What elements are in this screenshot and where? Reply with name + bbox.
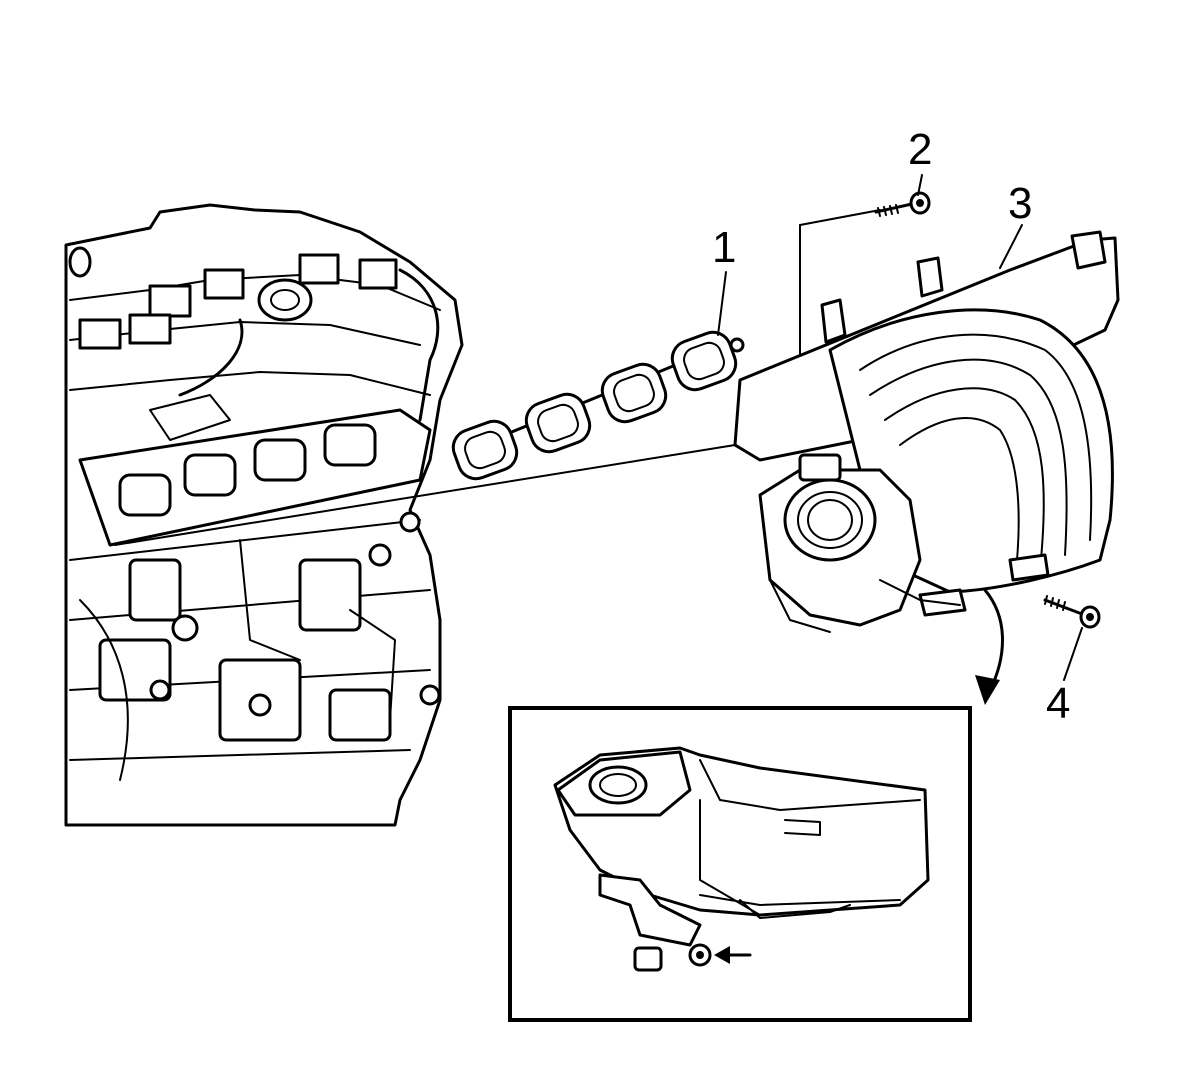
- manifold-bolt-upper: [874, 191, 931, 217]
- detail-inset: [508, 706, 972, 1022]
- callout-2-upper-bolt: 2: [908, 125, 933, 174]
- engine-block: [64, 203, 464, 827]
- intake-manifold: [733, 230, 1120, 633]
- callout-3-intake-manifold: 3: [1008, 179, 1033, 228]
- leader-lines: [717, 174, 1083, 681]
- callout-1-gasket: 1: [712, 223, 737, 272]
- cylinder-head-ports: [78, 408, 432, 547]
- callout-4-lower-bolt: 4: [1046, 679, 1071, 728]
- intake-manifold-gasket: [451, 330, 745, 481]
- manifold-bolt-lower: [1043, 595, 1101, 629]
- detail-arrow: [975, 588, 1004, 705]
